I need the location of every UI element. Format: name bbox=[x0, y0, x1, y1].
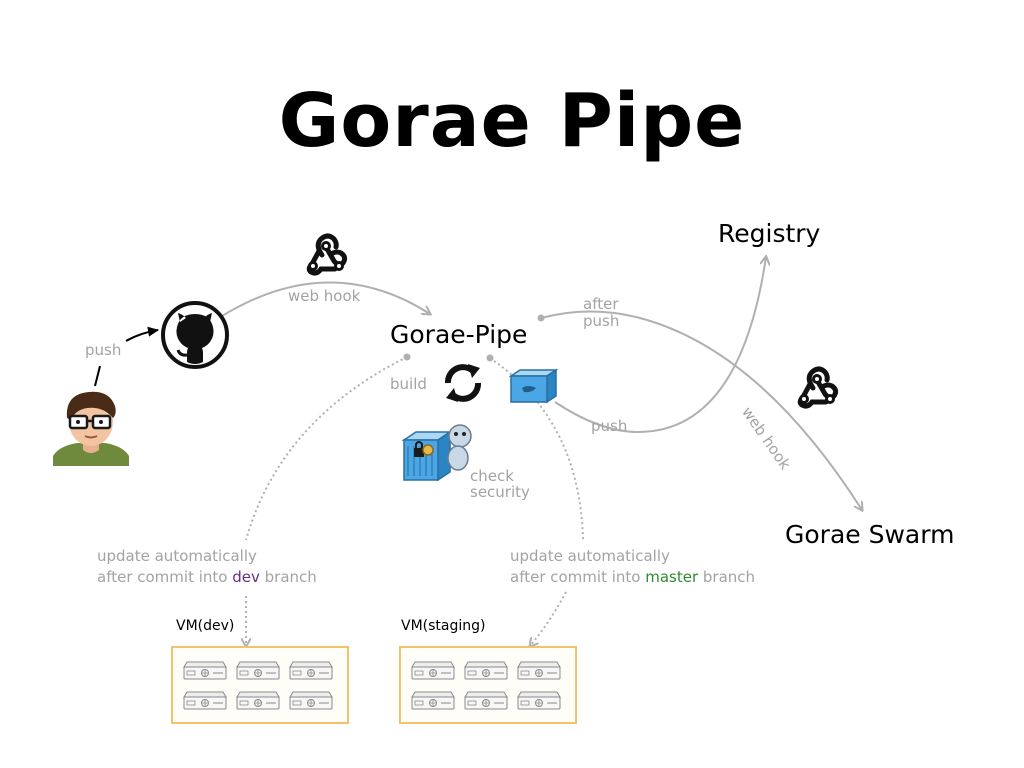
edge-pipe-vm-dev bbox=[245, 356, 408, 541]
edge-label-check-2: security bbox=[470, 483, 530, 501]
server-icon bbox=[236, 691, 280, 710]
edge-user-github bbox=[125, 326, 159, 342]
edge-pipe-swarm bbox=[540, 310, 862, 511]
server-icon bbox=[289, 691, 333, 710]
edge-label-build: build bbox=[390, 375, 427, 393]
vm-dev-box bbox=[171, 646, 349, 724]
developer-avatar-icon bbox=[53, 391, 129, 466]
edge-label-after-push-2: push bbox=[583, 312, 620, 330]
note-dev-line1: update automatically bbox=[97, 547, 257, 565]
edge-pipe-vm-staging bbox=[489, 357, 584, 541]
server-icon bbox=[517, 691, 561, 710]
node-registry: Registry bbox=[718, 219, 821, 248]
edge-label-push-user: push bbox=[85, 341, 122, 359]
server-icon bbox=[517, 661, 561, 680]
vm-dev-label: VM(dev) bbox=[176, 618, 235, 634]
github-icon[interactable] bbox=[160, 300, 230, 370]
server-icon bbox=[411, 661, 455, 680]
note-dev-line2: after commit into dev branch bbox=[97, 568, 317, 586]
server-icon bbox=[236, 661, 280, 680]
vm-staging-box bbox=[399, 646, 577, 724]
dev-branch-name: dev bbox=[232, 568, 260, 586]
master-branch-name: master bbox=[645, 568, 699, 586]
edge-label-web-hook-top: web hook bbox=[288, 287, 361, 305]
node-gorae-pipe: Gorae-Pipe bbox=[390, 320, 528, 349]
server-icon bbox=[464, 661, 508, 680]
security-check-icon bbox=[401, 424, 472, 482]
server-icon bbox=[411, 691, 455, 710]
page-title: Gorae Pipe bbox=[278, 78, 746, 164]
note-master: update automatically after commit into m… bbox=[510, 546, 755, 588]
vm-staging-label: VM(staging) bbox=[401, 618, 486, 634]
webhook-icon bbox=[797, 366, 839, 409]
edge-label-check-1: check bbox=[470, 467, 514, 485]
server-icon bbox=[464, 691, 508, 710]
note-master-line2: after commit into master branch bbox=[510, 568, 756, 586]
sync-icon bbox=[445, 364, 481, 402]
webhook-icon bbox=[306, 233, 348, 276]
note-dev: update automatically after commit into d… bbox=[97, 546, 317, 588]
server-icon bbox=[289, 661, 333, 680]
docker-container-icon bbox=[508, 368, 559, 404]
server-icon bbox=[183, 661, 227, 680]
node-gorae-swarm: Gorae Swarm bbox=[785, 520, 955, 549]
server-icon bbox=[183, 691, 227, 710]
edge-label-after-push-1: after bbox=[583, 295, 619, 313]
edge-github-pipe bbox=[221, 281, 430, 317]
push-tick bbox=[94, 365, 101, 387]
edge-label-push-registry: push bbox=[591, 417, 628, 435]
edge-container-registry bbox=[554, 257, 766, 434]
note-master-line1: update automatically bbox=[510, 547, 670, 565]
